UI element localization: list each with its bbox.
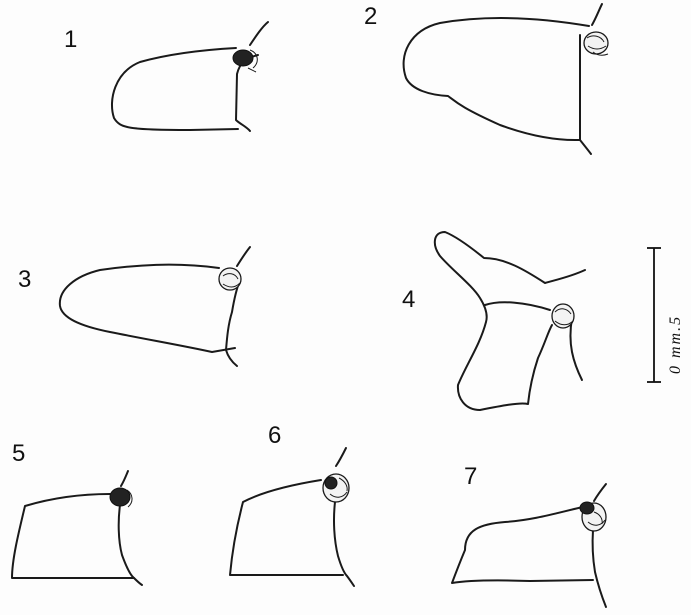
figure-1-antenna <box>250 22 268 45</box>
figure-4-eye <box>552 304 574 328</box>
figure-5: 5 <box>12 440 142 585</box>
figure-7: 7 <box>452 463 606 607</box>
figure-1-eye <box>233 50 257 72</box>
figure-5-antenna <box>121 471 128 486</box>
figure-1-number: 1 <box>64 26 77 53</box>
figure-4-edge <box>571 318 583 380</box>
figure-2-number: 2 <box>364 3 377 30</box>
figure-5-edge <box>119 505 142 585</box>
figure-6-eye <box>323 474 349 502</box>
figure-6-edge <box>334 502 354 586</box>
figure-2-eye <box>584 32 608 55</box>
figure-2: 2 <box>364 3 608 154</box>
figure-3-edge <box>226 280 240 366</box>
figure-3-antenna <box>237 247 250 266</box>
figure-7-number: 7 <box>464 463 477 490</box>
figure-2-outline <box>404 18 589 140</box>
scale-bar-label: 0 mm.5 <box>667 315 684 374</box>
figure-4: 4 <box>402 232 585 410</box>
figure-3: 3 <box>18 247 250 366</box>
figure-3-number: 3 <box>18 266 31 293</box>
figure-4-inner <box>485 302 550 310</box>
figure-3-eye <box>219 268 241 290</box>
figure-6: 6 <box>230 422 354 586</box>
figure-5-eye <box>110 488 132 507</box>
figure-5-number: 5 <box>12 440 25 467</box>
figure-5-outline <box>12 494 134 578</box>
figure-1-outline <box>112 48 238 130</box>
figure-2-antenna <box>592 4 602 25</box>
scale-bar: 0 mm.5 <box>647 248 684 382</box>
figure-7-antenna <box>594 484 606 501</box>
figure-3-outline <box>60 265 235 352</box>
figure-7-eye <box>580 502 606 531</box>
figure-6-number: 6 <box>268 422 281 449</box>
figure-6-antenna <box>336 448 346 466</box>
figure-1: 1 <box>64 22 268 131</box>
figure-7-outline <box>452 507 593 583</box>
figure-4-number: 4 <box>402 286 415 313</box>
figure-7-edge <box>593 530 606 607</box>
